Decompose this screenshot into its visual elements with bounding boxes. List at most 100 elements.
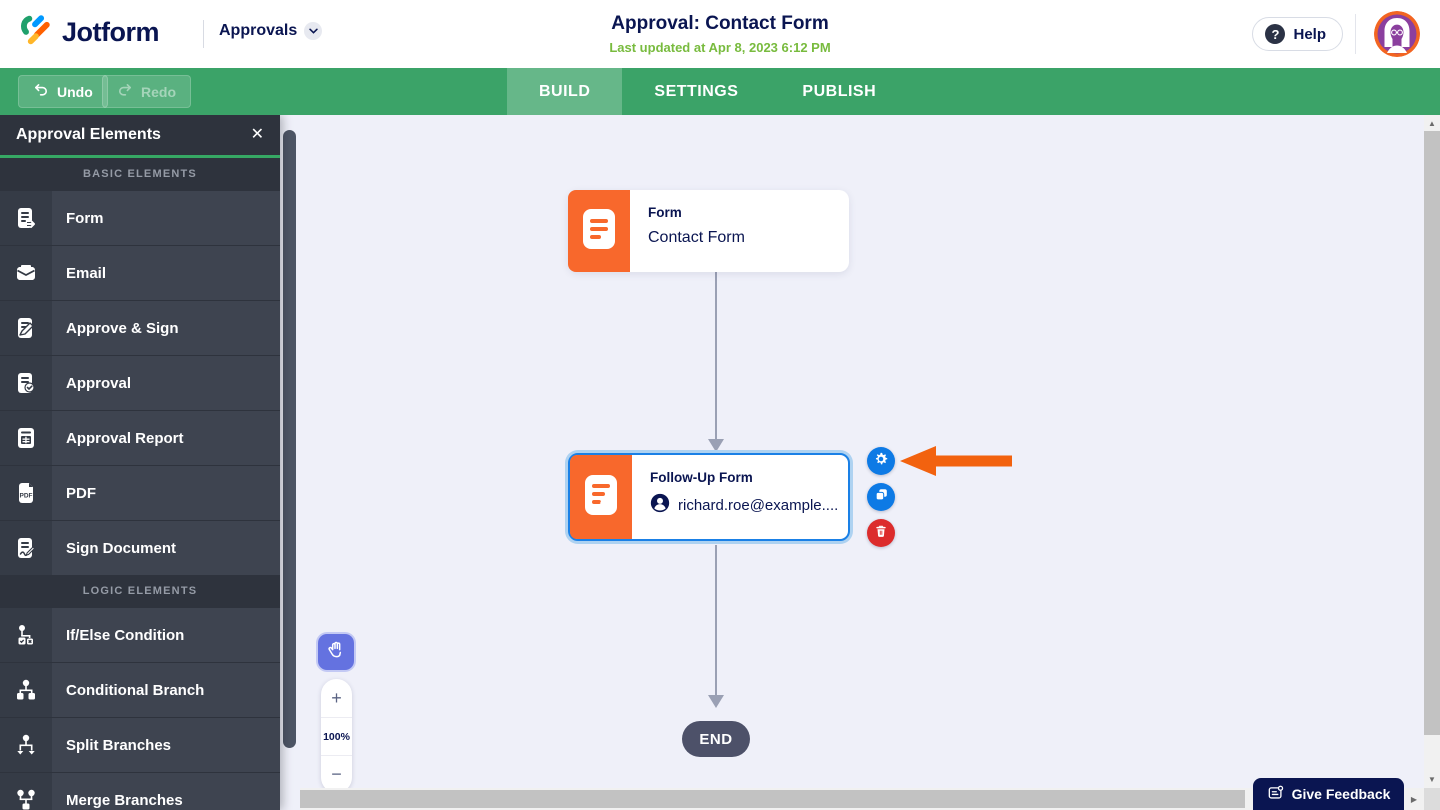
product-name: Approvals bbox=[219, 22, 298, 39]
form-node-icon-block bbox=[568, 190, 630, 272]
connector-arrowhead bbox=[708, 695, 724, 708]
jotform-logo[interactable]: Jotform bbox=[18, 13, 160, 52]
end-node[interactable]: END bbox=[682, 721, 750, 757]
sidebar-item-label: Approve & Sign bbox=[66, 319, 179, 337]
sidebar-item-email[interactable]: Email bbox=[0, 245, 280, 300]
trash-icon bbox=[874, 524, 888, 543]
node-form[interactable]: Form Contact Form bbox=[568, 190, 849, 272]
help-button[interactable]: ? Help bbox=[1252, 17, 1343, 51]
workflow-canvas[interactable]: Form Contact Form Follow-Up Form bbox=[280, 115, 1424, 810]
page-title: Approval: Contact Form bbox=[611, 13, 829, 34]
app-header: Jotform Approvals Approval: Contact Form… bbox=[0, 0, 1440, 68]
sidebar-item-approval-report[interactable]: Approval Report bbox=[0, 410, 280, 465]
node-settings-button[interactable] bbox=[867, 447, 895, 475]
sidebar-item-merge-branches[interactable]: Merge Branches bbox=[0, 772, 280, 810]
sidebar-scrollbar-thumb[interactable] bbox=[283, 130, 296, 748]
help-label: Help bbox=[1293, 25, 1326, 43]
section-basic-elements: BASIC ELEMENTS bbox=[83, 168, 197, 180]
redo-button[interactable]: Redo bbox=[102, 75, 191, 108]
sidebar-item-approval[interactable]: Approval bbox=[0, 355, 280, 410]
pointer-arrow-icon bbox=[900, 446, 1012, 481]
sidebar-item-form[interactable]: Form bbox=[0, 190, 280, 245]
node-form-name: Contact Form bbox=[648, 229, 745, 246]
connector-form-to-followup bbox=[715, 272, 717, 440]
sidebar-item-approve-sign[interactable]: Approve & Sign bbox=[0, 300, 280, 355]
tab-build[interactable]: BUILD bbox=[507, 68, 623, 115]
email-icon bbox=[0, 246, 52, 300]
svg-text:PDF: PDF bbox=[20, 493, 33, 500]
panel-title: Approval Elements bbox=[16, 126, 161, 143]
scroll-up-icon[interactable]: ▲ bbox=[1428, 119, 1436, 128]
give-feedback-button[interactable]: Give Feedback bbox=[1253, 778, 1404, 810]
sidebar-item-conditional-branch[interactable]: Conditional Branch bbox=[0, 662, 280, 717]
form-icon bbox=[0, 191, 52, 245]
section-logic-elements: LOGIC ELEMENTS bbox=[82, 585, 198, 597]
jotform-logo-text: Jotform bbox=[62, 17, 160, 47]
header-divider bbox=[1355, 14, 1356, 54]
approval-elements-panel: Approval Elements ✕ BASIC ELEMENTS Form … bbox=[0, 115, 280, 810]
merge-branches-icon bbox=[0, 773, 52, 810]
header-divider bbox=[203, 20, 204, 48]
product-switcher[interactable]: Approvals bbox=[219, 22, 323, 40]
close-icon[interactable]: ✕ bbox=[250, 126, 264, 143]
conditional-branch-icon bbox=[0, 663, 52, 717]
panel-accent-line bbox=[0, 155, 280, 158]
sidebar-item-label: Approval bbox=[66, 374, 132, 392]
zoom-control: + 100% − bbox=[321, 679, 352, 793]
node-duplicate-button[interactable] bbox=[867, 483, 895, 511]
connector-arrowhead bbox=[708, 439, 724, 452]
tab-settings[interactable]: SETTINGS bbox=[654, 82, 739, 100]
user-avatar[interactable] bbox=[1374, 11, 1420, 57]
node-type-label: Form bbox=[648, 205, 682, 220]
undo-icon bbox=[33, 82, 49, 101]
node-type-label: Follow-Up Form bbox=[650, 470, 753, 485]
sidebar-item-sign-document[interactable]: Sign Document bbox=[0, 520, 280, 575]
sidebar-item-label: Form bbox=[66, 209, 104, 227]
gear-icon bbox=[873, 451, 889, 472]
hand-icon bbox=[326, 640, 346, 665]
copy-icon bbox=[874, 487, 889, 507]
end-label: END bbox=[699, 730, 733, 748]
sidebar-item-label: PDF bbox=[66, 484, 96, 502]
scroll-down-icon[interactable]: ▼ bbox=[1428, 775, 1436, 784]
last-updated-text: Last updated at Apr 8, 2023 6:12 PM bbox=[609, 40, 831, 55]
redo-icon bbox=[117, 82, 133, 101]
sidebar-item-pdf[interactable]: PDF PDF bbox=[0, 465, 280, 520]
chevron-down-icon bbox=[304, 22, 323, 40]
sidebar-item-if-else[interactable]: If/Else Condition bbox=[0, 607, 280, 662]
jotform-logo-icon bbox=[18, 13, 52, 52]
sidebar-item-label: If/Else Condition bbox=[66, 626, 185, 644]
horizontal-scrollbar-thumb[interactable] bbox=[300, 790, 1245, 808]
sidebar-item-label: Split Branches bbox=[66, 736, 172, 754]
connector-followup-to-end bbox=[715, 545, 717, 696]
sidebar-item-label: Merge Branches bbox=[66, 791, 183, 809]
pan-tool-button[interactable] bbox=[318, 634, 354, 670]
sidebar-item-label: Email bbox=[66, 264, 107, 282]
tab-publish[interactable]: PUBLISH bbox=[802, 82, 877, 100]
form-document-icon bbox=[582, 208, 616, 255]
node-followup-form[interactable]: Follow-Up Form richard.roe@example.... bbox=[568, 453, 850, 541]
undo-label: Undo bbox=[57, 83, 93, 100]
zoom-in-button[interactable]: + bbox=[331, 687, 342, 708]
approval-icon bbox=[0, 356, 52, 410]
sidebar-item-split-branches[interactable]: Split Branches bbox=[0, 717, 280, 772]
horizontal-scrollbar[interactable]: ▶ bbox=[300, 788, 1424, 810]
followup-node-icon-block bbox=[570, 455, 632, 539]
vertical-scrollbar-thumb[interactable] bbox=[1424, 131, 1440, 735]
question-mark-icon: ? bbox=[1265, 24, 1286, 44]
pdf-icon: PDF bbox=[0, 466, 52, 520]
scroll-right-icon[interactable]: ▶ bbox=[1410, 795, 1418, 804]
zoom-out-button[interactable]: − bbox=[321, 755, 352, 793]
builder-tabs: BUILD SETTINGS PUBLISH bbox=[507, 68, 908, 115]
vertical-scrollbar[interactable]: ▲ ▼ bbox=[1424, 115, 1440, 788]
scrollbar-corner bbox=[1424, 788, 1440, 810]
node-delete-button[interactable] bbox=[867, 519, 895, 547]
if-else-icon bbox=[0, 608, 52, 662]
assignee-person-icon bbox=[650, 493, 670, 518]
zoom-level: 100% bbox=[321, 717, 352, 755]
redo-label: Redo bbox=[141, 83, 176, 100]
feedback-icon bbox=[1267, 784, 1284, 804]
split-branches-icon bbox=[0, 718, 52, 772]
undo-button[interactable]: Undo bbox=[18, 75, 108, 108]
